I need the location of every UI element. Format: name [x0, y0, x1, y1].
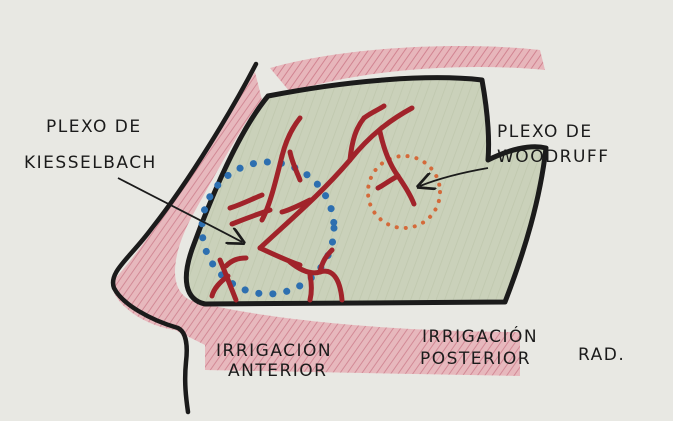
- author-signature: RAD.: [578, 345, 625, 365]
- posterior-irrigation-label-line1: IRRIGACIÓN: [422, 325, 538, 347]
- anterior-irrigation-label-line1: IRRIGACIÓN: [216, 339, 332, 361]
- kiesselbach-label-line1: PLEXO DE: [46, 117, 142, 137]
- anterior-irrigation-label-line2: ANTERIOR: [228, 361, 328, 381]
- woodruff-label-line1: PLEXO DE: [497, 122, 593, 142]
- woodruff-label-line2: WOODRUFF: [497, 147, 609, 167]
- posterior-irrigation-label-line2: POSTERIOR: [420, 349, 531, 369]
- kiesselbach-label-line2: KIESSELBACH: [24, 153, 157, 173]
